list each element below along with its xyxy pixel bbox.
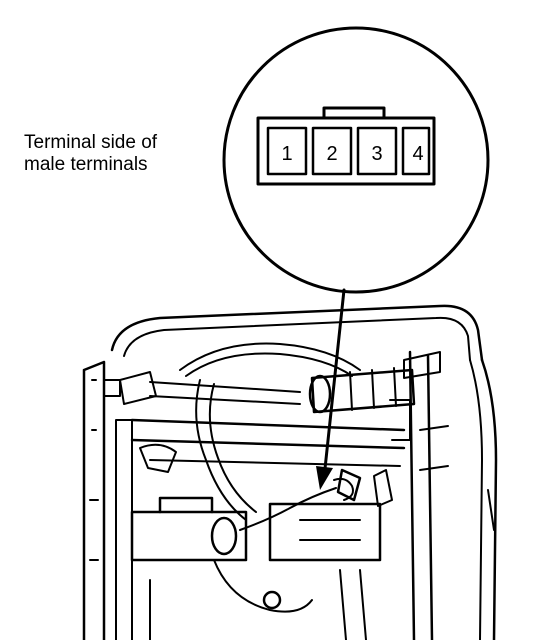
pin-label-1: 1 bbox=[281, 143, 292, 165]
upper-actuator bbox=[119, 367, 416, 414]
connector-latch bbox=[322, 106, 386, 120]
magnifier-circle bbox=[222, 26, 490, 294]
right-frame-rail bbox=[389, 350, 449, 640]
pin-label-3: 3 bbox=[371, 143, 382, 165]
pin-cavity-4 bbox=[401, 126, 431, 176]
lower-motor bbox=[130, 468, 393, 562]
wire-harness bbox=[179, 342, 361, 613]
left-frame-rail bbox=[82, 360, 133, 640]
connector-face: 1 2 3 4 bbox=[256, 106, 436, 186]
pin-label-4: 4 bbox=[412, 143, 423, 165]
pin-cavity-3 bbox=[356, 126, 398, 176]
pin-cavity-2 bbox=[311, 126, 353, 176]
pin-label-2: 2 bbox=[326, 143, 337, 165]
connector-pins: 1 2 3 4 bbox=[266, 126, 431, 176]
seat-back-frame bbox=[110, 304, 498, 640]
caption-line-1: Terminal side of bbox=[24, 132, 158, 153]
lower-details bbox=[139, 443, 367, 640]
caption-line-2: male terminals bbox=[24, 154, 148, 175]
caption-label: Terminal side of male terminals bbox=[24, 132, 224, 176]
cross-bars bbox=[130, 418, 406, 467]
pin-cavity-1 bbox=[266, 126, 308, 176]
